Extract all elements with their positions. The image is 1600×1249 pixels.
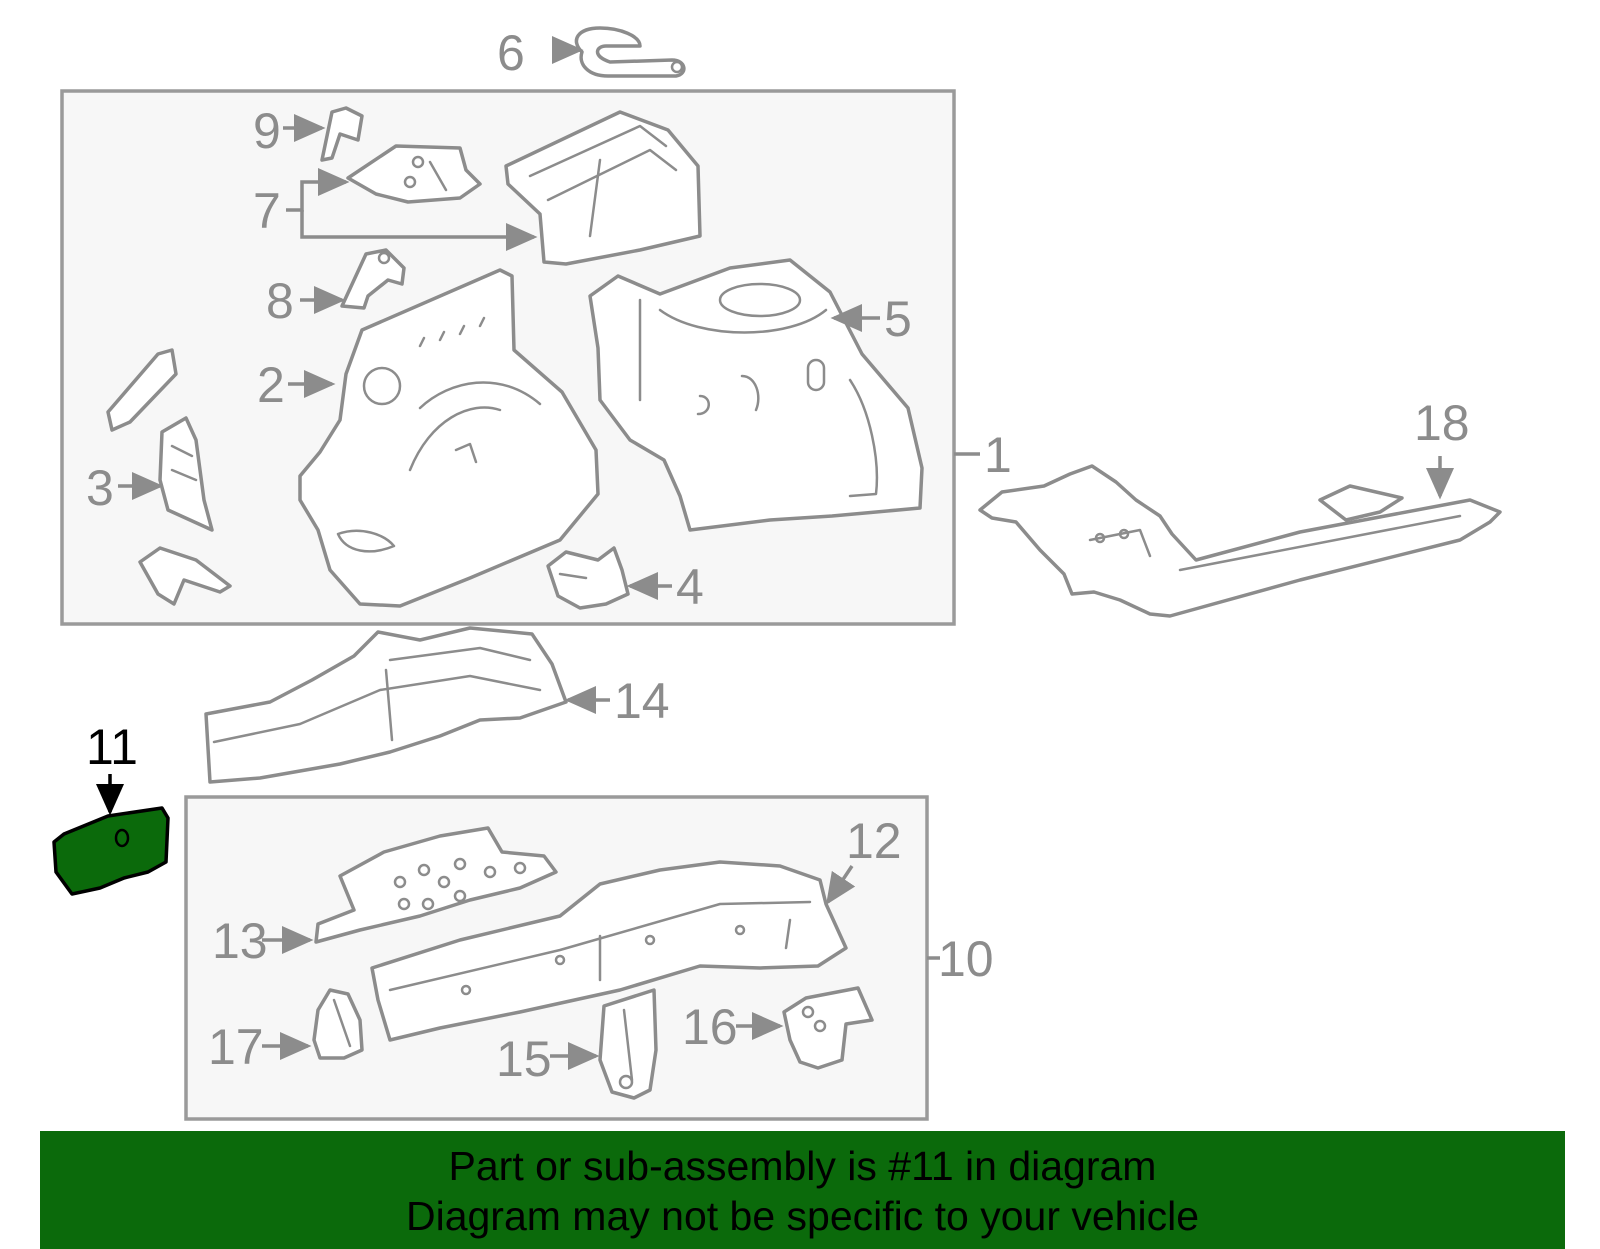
callout-14: 14 [614,673,670,729]
callout-15: 15 [496,1031,552,1087]
part-8[interactable] [340,248,406,310]
callout-16: 16 [682,999,738,1055]
part-6[interactable] [574,26,686,78]
part-13[interactable] [314,826,558,944]
banner-line-1: Part or sub-assembly is #11 in diagram [448,1143,1157,1189]
callout-9: 9 [253,103,281,159]
callout-12: 12 [846,813,902,869]
callout-1: 1 [984,427,1012,483]
part-15[interactable] [598,988,658,1100]
callout-5: 5 [884,291,912,347]
callout-3: 3 [86,460,114,516]
part-12[interactable] [370,860,848,1042]
callout-18: 18 [1414,395,1470,451]
part-18[interactable] [978,464,1502,618]
callout-13: 13 [212,913,268,969]
part-7-upper[interactable] [346,144,482,204]
part-2[interactable] [298,268,600,608]
banner-line-2: Diagram may not be specific to your vehi… [405,1193,1199,1239]
part-9[interactable] [320,106,364,162]
part-17[interactable] [312,988,364,1060]
callout-2: 2 [257,357,285,413]
callout-7: 7 [253,183,281,239]
callout-8: 8 [266,273,294,329]
callout-4: 4 [676,559,704,615]
callout-17: 17 [208,1019,264,1075]
part-11[interactable] [52,806,170,896]
part-16[interactable] [782,986,874,1070]
part-14[interactable] [204,626,568,784]
callout-11: 11 [86,719,138,775]
info-banner: Part or sub-assembly is #11 in diagram D… [40,1131,1565,1249]
part-7-lower[interactable] [504,110,702,266]
callout-6: 6 [497,25,525,81]
part-4[interactable] [546,546,630,610]
callout-10: 10 [938,931,994,987]
